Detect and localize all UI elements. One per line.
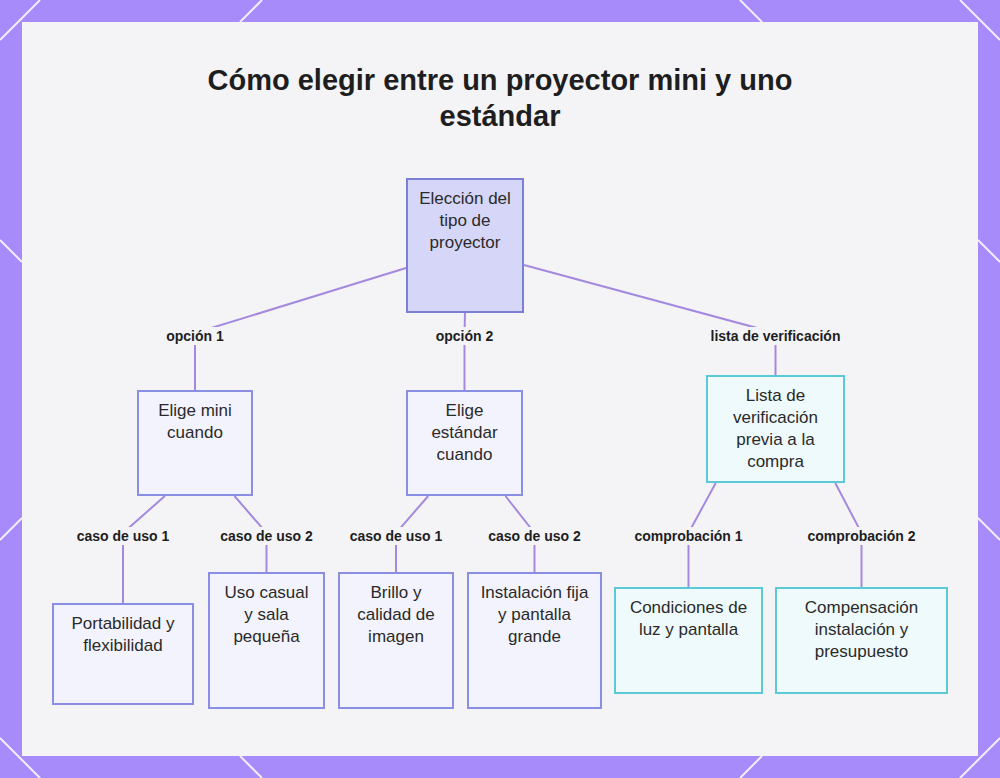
edge-label: lista de verificación — [708, 327, 844, 345]
check-box: Condiciones de luz y pantalla — [614, 587, 763, 694]
checklist-box: Lista de verificación previa a la compra — [706, 375, 845, 483]
node-text-group: Lista de verificación previa a la compra — [716, 385, 835, 473]
edge-label: opción 1 — [163, 327, 227, 345]
node-label: Elige mini cuando — [147, 400, 243, 444]
use-case-box: Portabilidad y flexibilidad — [52, 603, 194, 705]
node-label: Lista de verificación previa a la compra — [716, 385, 835, 473]
node-label: Instalación fija y pantalla grande — [477, 582, 592, 648]
node-text-group: Brillo y calidad de imagen — [348, 582, 444, 648]
node-text-group: Instalación fija y pantalla grande — [477, 582, 592, 648]
check-box: Compensación instalación y presupuesto — [775, 587, 948, 694]
node-text-group: Elige estándar cuando — [416, 400, 513, 466]
edge-label: comprobación 2 — [804, 527, 918, 545]
node-text-group: Portabilidad y flexibilidad — [62, 613, 184, 657]
node-text-group: Condiciones de luz y pantalla — [624, 597, 753, 641]
option-box: Elige estándar cuando — [406, 390, 523, 496]
use-case-box: Uso casual y sala pequeña — [208, 572, 325, 709]
connector-line — [524, 265, 776, 375]
node-label: Compensación instalación y presupuesto — [785, 597, 938, 663]
node-text-group: Uso casual y sala pequeña — [218, 582, 315, 648]
connector-line — [464, 313, 467, 390]
node-text-group: Compensación instalación y presupuesto — [785, 597, 938, 663]
node-label: Condiciones de luz y pantalla — [624, 597, 753, 641]
connector-line — [123, 496, 165, 603]
node-label: Elección del tipo de proyector — [416, 188, 514, 254]
edge-label: comprobación 1 — [631, 527, 745, 545]
edge-label: caso de uso 2 — [485, 527, 584, 545]
node-label: Portabilidad y flexibilidad — [62, 613, 184, 657]
root-box: Elección del tipo de proyector — [406, 178, 524, 313]
edge-label: opción 2 — [433, 327, 497, 345]
edge-label: caso de uso 2 — [217, 527, 316, 545]
edge-label: caso de uso 1 — [347, 527, 446, 545]
edge-label: caso de uso 1 — [74, 527, 173, 545]
node-label: Elige estándar cuando — [416, 400, 513, 466]
node-label: Uso casual y sala pequeña — [218, 582, 315, 648]
option-box: Elige mini cuando — [137, 390, 253, 496]
node-text-group: Elige mini cuando — [147, 400, 243, 444]
diagram-title: Cómo elegir entre un proyector mini y un… — [200, 62, 800, 134]
node-label: Brillo y calidad de imagen — [348, 582, 444, 648]
use-case-box: Brillo y calidad de imagen — [338, 572, 454, 709]
node-text-group: Elección del tipo de proyector — [416, 188, 514, 254]
use-case-box: Instalación fija y pantalla grande — [467, 572, 602, 709]
